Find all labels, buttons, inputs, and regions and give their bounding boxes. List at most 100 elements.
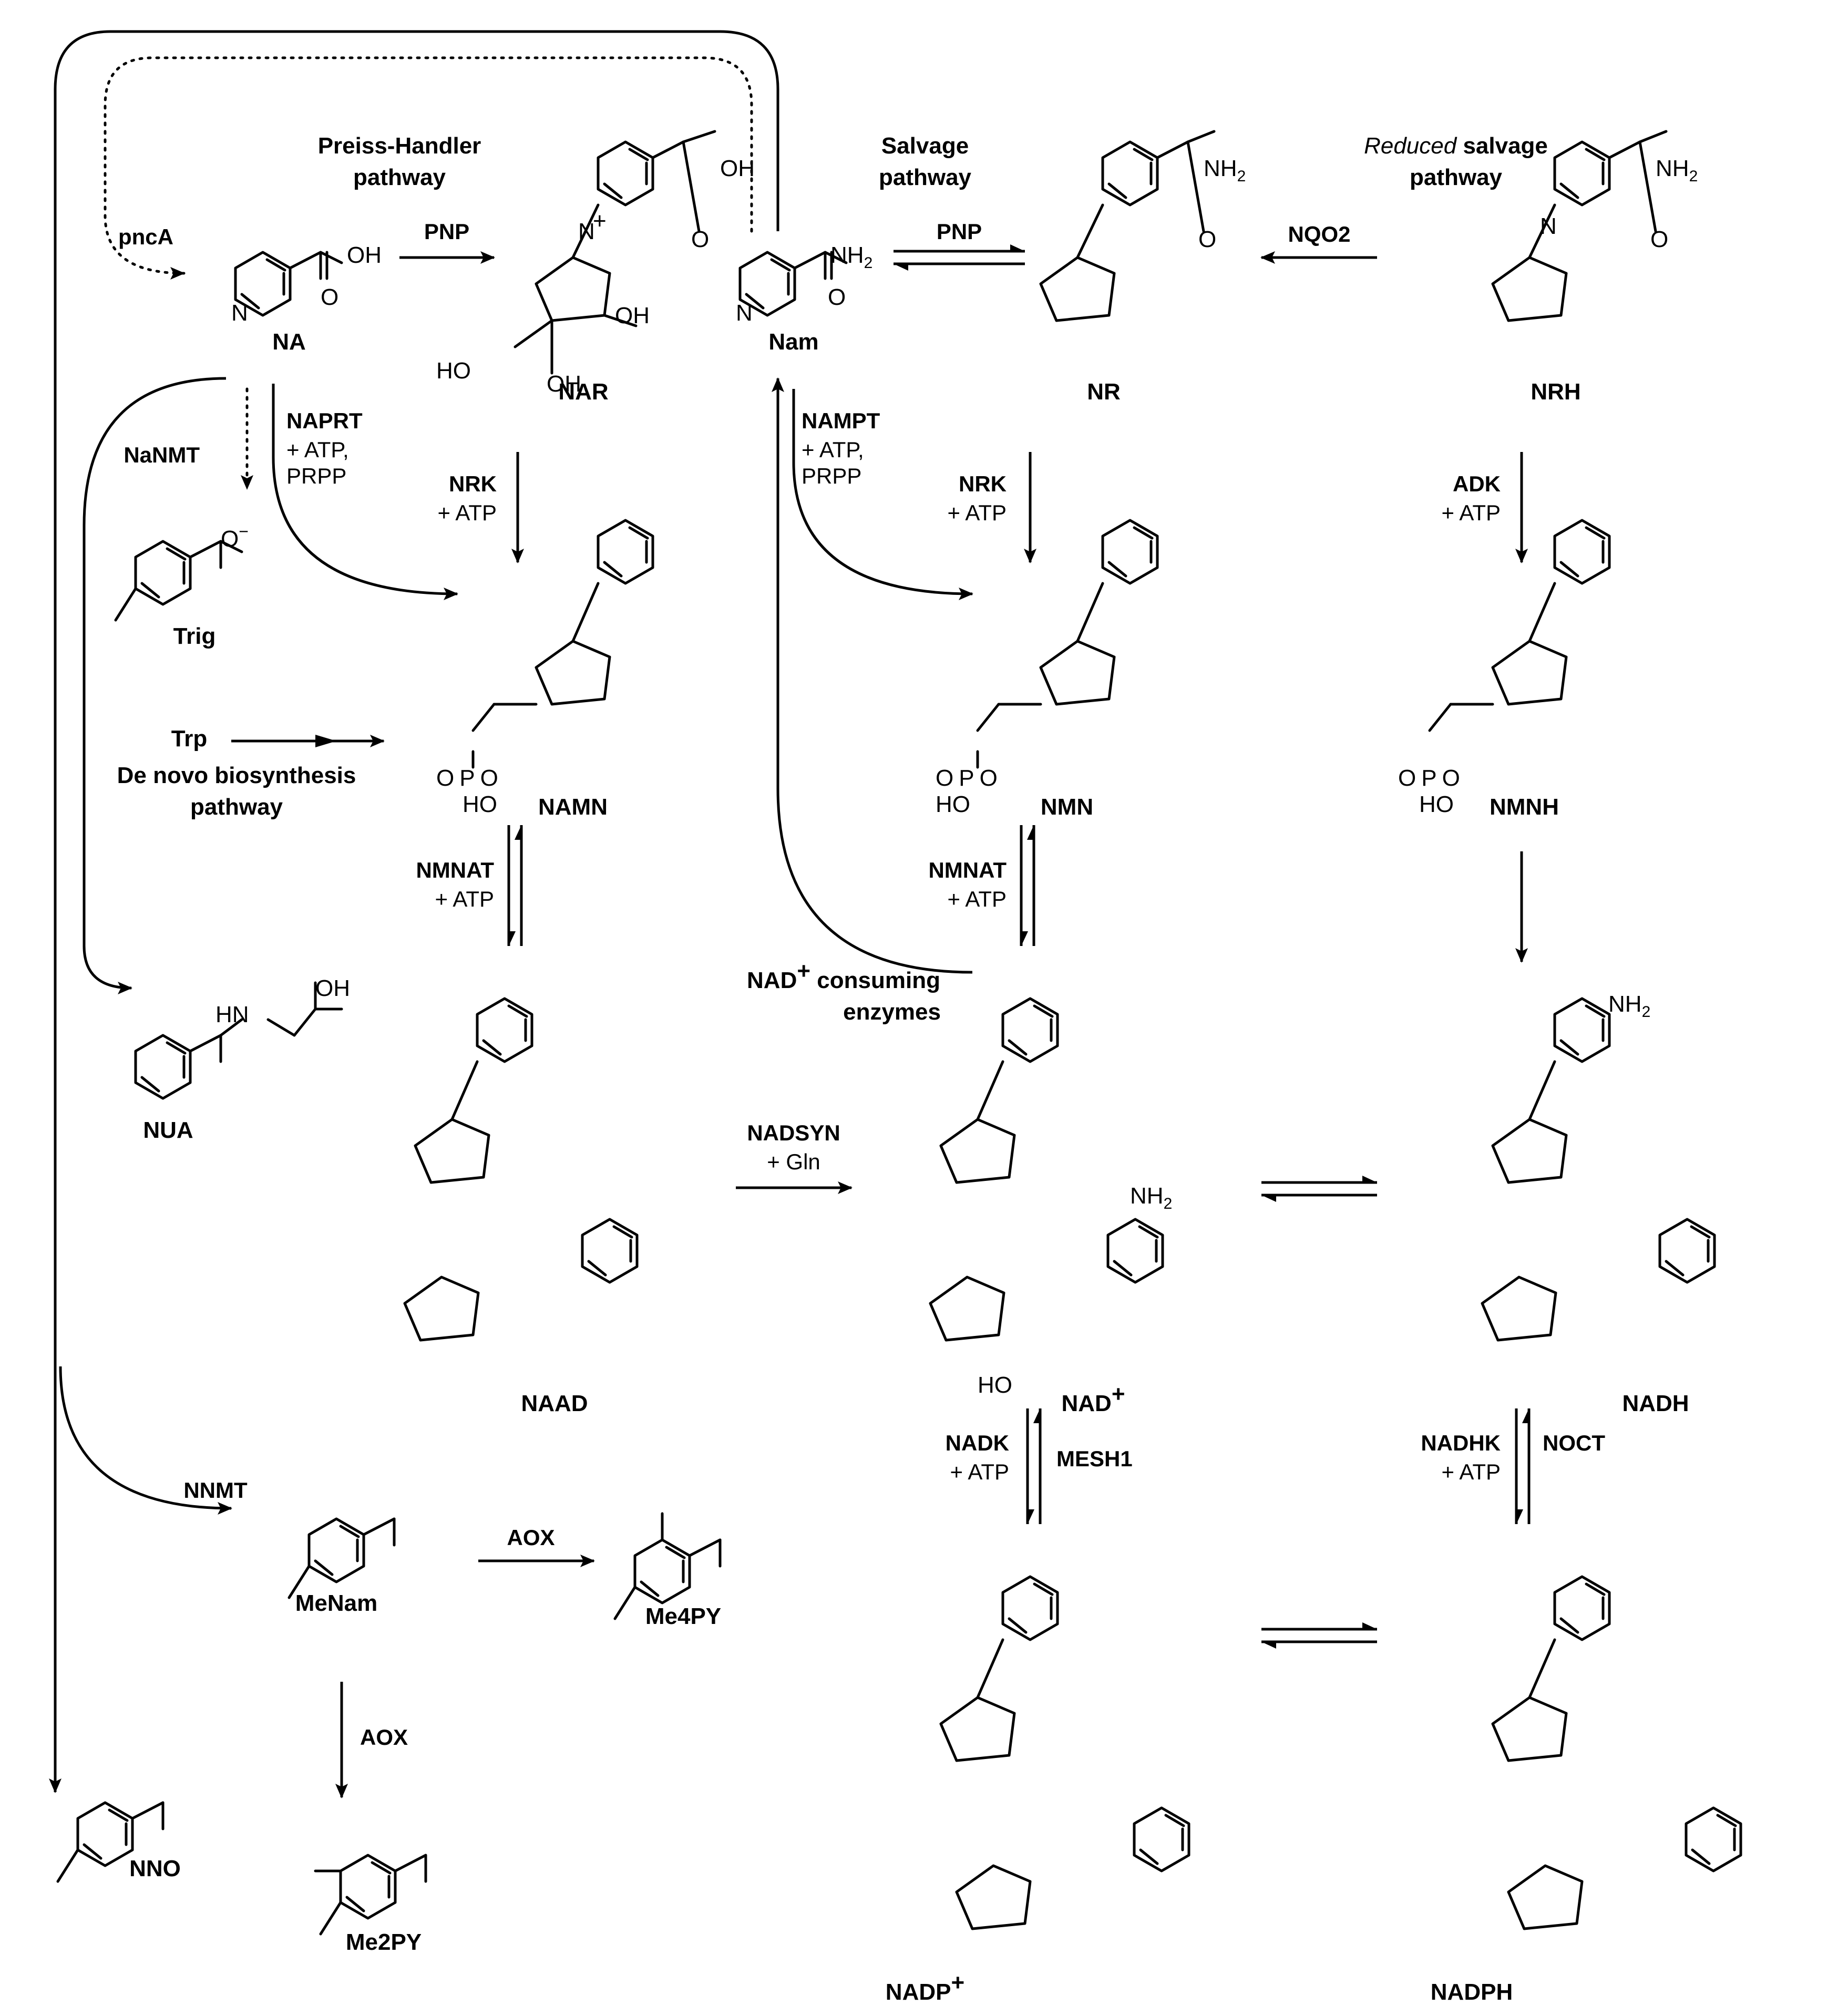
molecule-me2py <box>314 1854 427 1936</box>
compound-nmnh: NMNH <box>1490 794 1559 820</box>
atom-nam-nh2: NH2 <box>830 242 872 272</box>
label-preiss-handler-2: pathway <box>353 164 446 190</box>
molecule-nadph <box>1493 1577 1741 1929</box>
enzyme-aox-2: AOX <box>360 1725 408 1750</box>
atom-nam-n: N <box>736 300 753 326</box>
atom-nrh-n: N <box>1540 213 1557 239</box>
label-salvage: Salvage <box>881 133 969 159</box>
molecule-nmnh <box>1428 520 1609 732</box>
label-trp: Trp <box>171 726 207 752</box>
enzyme-nmnat-right: NMNAT <box>928 858 1007 882</box>
label-de-novo: De novo biosynthesis <box>117 763 356 788</box>
atom-na-n: N <box>231 300 248 326</box>
atom-nr-o: O <box>1198 227 1216 252</box>
compound-trig: Trig <box>173 623 216 649</box>
compound-nar: NAR <box>558 379 608 405</box>
enzyme-aox-1: AOX <box>507 1525 555 1550</box>
compound-na: NA <box>272 329 306 355</box>
cofactor-adk: + ATP <box>1442 500 1501 525</box>
cofactor-naprt-1: + ATP, <box>286 437 349 462</box>
atom-nmnh-ho: HO <box>1419 791 1454 817</box>
molecule-nad <box>930 999 1163 1340</box>
label-reduced-salvage: Reduced salvage <box>1364 133 1548 159</box>
molecule-nadh <box>1482 999 1714 1340</box>
enzyme-nnmt: NNMT <box>183 1478 248 1503</box>
compound-nadph: NADPH <box>1431 1979 1513 2005</box>
enzyme-nrk-right: NRK <box>959 471 1007 496</box>
molecule-me4py <box>613 1512 722 1620</box>
enzyme-pnp-right: PNP <box>937 219 982 244</box>
molecule-nmn <box>976 520 1157 769</box>
atom-nar-ho: HO <box>436 358 471 384</box>
atom-nar-oh2: OH <box>615 303 650 328</box>
enzyme-nmnat-left: NMNAT <box>416 858 494 882</box>
arrow-nampt <box>792 389 973 600</box>
atom-nar-oh: OH <box>720 156 755 181</box>
molecule-nrh <box>1493 130 1668 321</box>
atom-nrh-nh2: NH2 <box>1656 156 1698 185</box>
molecule-naad <box>405 999 637 1340</box>
molecule-nr <box>1041 130 1216 321</box>
label-nad-consuming: NAD+ consuming <box>747 958 940 993</box>
molecule-namn <box>471 520 653 769</box>
molecule-nno <box>56 1801 165 1883</box>
atom-trig-o: O− <box>221 522 249 552</box>
enzyme-pnp-left: PNP <box>424 219 469 244</box>
molecule-trig <box>114 540 243 622</box>
connector-na-to-nua <box>83 377 227 994</box>
cofactor-nrk-right: + ATP <box>948 500 1007 525</box>
compound-me4py: Me4PY <box>645 1603 721 1629</box>
enzyme-nadk: NADK <box>946 1431 1009 1455</box>
atom-nam-o: O <box>828 284 846 310</box>
compound-namn: NAMN <box>538 794 608 820</box>
enzyme-nampt: NAMPT <box>802 408 880 433</box>
molecule-nar <box>514 130 716 375</box>
cofactor-nadhk: + ATP <box>1442 1459 1501 1484</box>
molecule-na <box>235 251 343 315</box>
molecule-menam <box>287 1517 396 1599</box>
compound-nmn: NMN <box>1041 794 1093 820</box>
atom-nrh-o: O <box>1650 227 1668 252</box>
compound-nua: NUA <box>143 1117 193 1143</box>
enzyme-nadsyn: NADSYN <box>747 1120 840 1145</box>
cofactor-nampt-1: + ATP, <box>802 437 864 462</box>
cofactor-naprt-2: PRPP <box>286 464 346 488</box>
compound-nadp: NADP+ <box>886 1970 964 2005</box>
atom-nadh-nh2: NH2 <box>1608 991 1650 1021</box>
enzyme-nqo2: NQO2 <box>1288 222 1350 246</box>
enzyme-mesh1: MESH1 <box>1056 1446 1133 1471</box>
atom-na-oh: OH <box>347 242 382 268</box>
molecule-nua <box>136 981 343 1098</box>
cofactor-nmnat-left: + ATP <box>435 887 494 911</box>
cofactor-nadsyn: + Gln <box>767 1149 820 1174</box>
compound-me2py: Me2PY <box>346 1929 422 1955</box>
label-de-novo-2: pathway <box>190 794 283 820</box>
arrow-nad-consuming <box>772 377 973 974</box>
atom-nad-nh2: NH2 <box>1130 1183 1172 1212</box>
compound-nno: NNO <box>129 1856 181 1881</box>
compound-nrh: NRH <box>1531 379 1580 405</box>
cofactor-nrk-left: + ATP <box>438 500 497 525</box>
atom-nua-oh: OH <box>315 975 350 1001</box>
compound-nr: NR <box>1087 379 1121 405</box>
label-salvage-2: pathway <box>879 164 972 190</box>
atom-nar-oh3: OH <box>547 371 581 397</box>
connector-pnca-dotted <box>104 56 753 280</box>
enzyme-nadhk: NADHK <box>1421 1431 1501 1455</box>
arrow-naprt <box>272 384 458 600</box>
atom-nar-plus: + <box>593 208 607 234</box>
atom-nar-n: N <box>578 219 595 244</box>
molecule-nadp <box>941 1577 1189 1929</box>
atom-nmn-ho: HO <box>936 791 970 817</box>
connector-nam-to-nno <box>49 30 779 1793</box>
label-preiss-handler: Preiss-Handler <box>318 133 481 159</box>
compound-naad: NAAD <box>521 1391 588 1416</box>
compound-nadh: NADH <box>1622 1391 1689 1416</box>
atom-nua-hn: HN <box>215 1002 249 1027</box>
molecule-nam <box>740 251 848 315</box>
